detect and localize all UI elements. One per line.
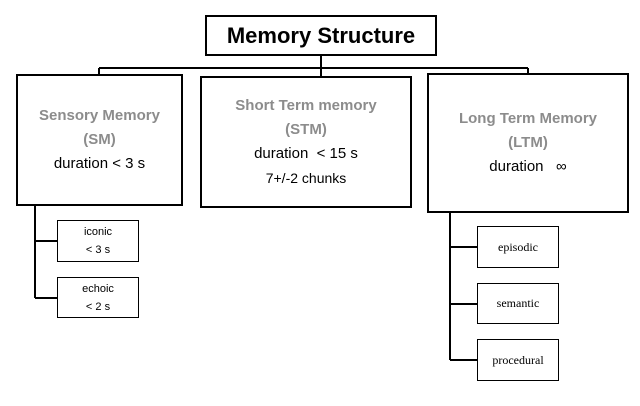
long-term-memory-name: Long Term Memory [458, 110, 598, 127]
procedural-box: procedural [477, 339, 559, 381]
short-term-memory-duration: duration < 15 s [254, 145, 358, 162]
sensory-memory-box: Sensory Memory (SM) duration < 3 s [16, 74, 183, 206]
diagram-title: Memory Structure [226, 22, 416, 48]
short-term-memory-box: Short Term memory (STM) duration < 15 s … [200, 76, 412, 208]
semantic-box: semantic [477, 283, 559, 324]
iconic-duration: < 3 s [85, 244, 111, 256]
semantic-label: semantic [496, 296, 540, 310]
iconic-label: iconic [83, 226, 113, 238]
sensory-memory-abbr: (SM) [83, 131, 116, 148]
echoic-label: echoic [82, 282, 114, 295]
short-term-memory-capacity: 7+/-2 chunks [265, 170, 347, 186]
long-term-memory-duration: duration ∞ [489, 158, 567, 175]
episodic-box: episodic [477, 226, 559, 268]
short-term-memory-abbr: (STM) [285, 121, 327, 138]
sensory-memory-duration: duration < 3 s [53, 155, 146, 172]
title-box: Memory Structure [205, 15, 437, 56]
iconic-box: iconic < 3 s [57, 220, 139, 262]
echoic-duration: < 2 s [85, 300, 111, 313]
procedural-label: procedural [492, 352, 544, 367]
echoic-box: echoic < 2 s [57, 277, 139, 318]
sensory-memory-name: Sensory Memory [39, 107, 160, 124]
episodic-label: episodic [498, 239, 538, 254]
long-term-memory-abbr: (LTM) [508, 134, 548, 151]
long-term-memory-box: Long Term Memory (LTM) duration ∞ [427, 73, 629, 213]
short-term-memory-name: Short Term memory [235, 97, 377, 114]
